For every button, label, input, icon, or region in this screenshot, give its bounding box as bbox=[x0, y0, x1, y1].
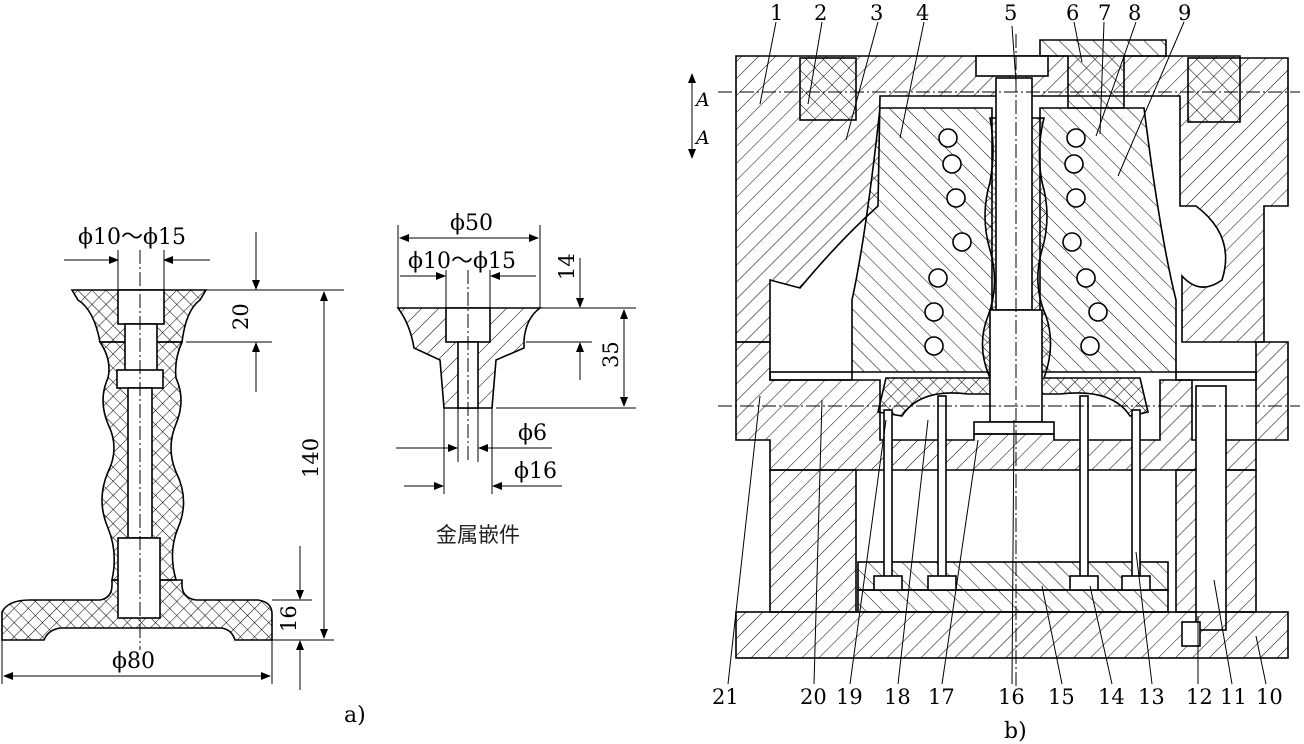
dim-20: 20 bbox=[229, 303, 253, 330]
metal-insert-drawing: ϕ50 ϕ10～ϕ15 14 35 ϕ6 ϕ16 金属嵌件 bbox=[396, 211, 636, 547]
part-label-13: 13 bbox=[1138, 685, 1165, 709]
guide-bush bbox=[799, 57, 857, 121]
bottom-part-labels: 21 20 19 18 17 16 15 14 13 12 11 10 bbox=[712, 685, 1283, 709]
dim-14: 14 bbox=[555, 253, 579, 280]
return-pin bbox=[1195, 385, 1227, 631]
part-label-11: 11 bbox=[1220, 685, 1247, 709]
core-plate bbox=[735, 341, 1289, 471]
caption-b: b) bbox=[1004, 719, 1027, 744]
part-label-1: 1 bbox=[770, 1, 783, 25]
dim-140: 140 bbox=[299, 438, 323, 478]
split-cavity-left bbox=[851, 107, 993, 373]
dim-phi50: ϕ50 bbox=[450, 211, 493, 236]
part-label-20: 20 bbox=[800, 685, 827, 709]
part-label-12: 12 bbox=[1186, 685, 1213, 709]
ejector-pins bbox=[873, 395, 1151, 591]
leader-lines bbox=[727, 21, 1267, 685]
part-label-7: 7 bbox=[1098, 1, 1111, 25]
part-label-14: 14 bbox=[1098, 685, 1125, 709]
cooling-channels bbox=[924, 128, 1108, 356]
core-pin-5 bbox=[995, 77, 1033, 311]
bottom-hole bbox=[117, 537, 161, 619]
dim-35: 35 bbox=[599, 341, 623, 368]
part-label-18: 18 bbox=[884, 685, 911, 709]
part-label-19: 19 bbox=[836, 685, 863, 709]
insert-head bbox=[117, 289, 165, 325]
part-label-21: 21 bbox=[712, 685, 739, 709]
figure-b-mold: A A 1 2 bbox=[688, 1, 1300, 744]
caption-a: a) bbox=[344, 703, 366, 728]
section-mark-top: A bbox=[694, 89, 710, 111]
part-label-5: 5 bbox=[1004, 1, 1017, 25]
dim-phi10-15-a: ϕ10～ϕ15 bbox=[78, 225, 186, 250]
part-label-2: 2 bbox=[814, 1, 827, 25]
part-label-15: 15 bbox=[1048, 685, 1075, 709]
dim-phi10-15-insert: ϕ10～ϕ15 bbox=[408, 249, 516, 274]
split-cavity-right bbox=[1039, 107, 1177, 373]
spacer-left bbox=[769, 469, 857, 613]
part-label-6: 6 bbox=[1066, 1, 1079, 25]
figure-a-part: ϕ10～ϕ15 20 140 16 ϕ80 a) bbox=[1, 225, 366, 728]
insert-caption: 金属嵌件 bbox=[436, 523, 520, 547]
part-label-17: 17 bbox=[928, 685, 955, 709]
dim-phi16: ϕ16 bbox=[514, 459, 557, 484]
section-mark-bottom: A bbox=[694, 127, 710, 149]
part-label-9: 9 bbox=[1178, 1, 1191, 25]
part-label-3: 3 bbox=[870, 1, 883, 25]
dim-phi80: ϕ80 bbox=[112, 649, 155, 674]
top-part-labels: 1 2 3 4 5 6 7 8 9 bbox=[770, 1, 1191, 25]
dim-16: 16 bbox=[277, 605, 301, 632]
cavity-plate bbox=[735, 55, 1289, 343]
part-label-10: 10 bbox=[1256, 685, 1283, 709]
sprue-bush bbox=[1039, 39, 1167, 109]
part-label-8: 8 bbox=[1128, 1, 1141, 25]
dim-phi6: ϕ6 bbox=[518, 421, 547, 446]
part-label-4: 4 bbox=[916, 1, 929, 25]
part-label-16: 16 bbox=[998, 685, 1025, 709]
